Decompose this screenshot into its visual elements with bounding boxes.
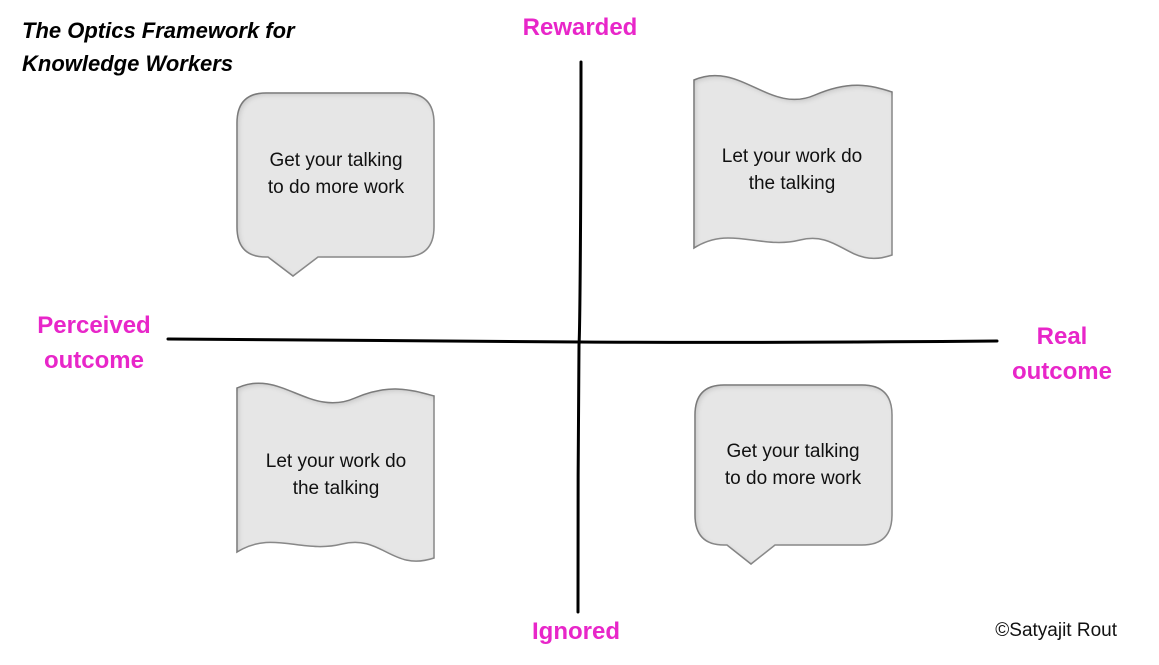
bottom-left-text-line-1: Let your work do: [265, 451, 407, 472]
top-right-quadrant-text: Let your work do the talking: [692, 143, 892, 197]
bottom-right-text-line-1: Get your talking: [726, 441, 860, 462]
top-left-text-line-2: to do more work: [267, 177, 405, 198]
title-line-1: The Optics Framework for: [22, 18, 295, 43]
axis-label-real-outcome: Real outcome: [992, 319, 1132, 389]
bottom-right-quadrant-text: Get your talking to do more work: [693, 438, 893, 492]
axis-label-rewarded: Rewarded: [480, 10, 680, 45]
horizontal-axis: [166, 337, 999, 344]
vertical-axis: [576, 60, 583, 614]
axis-label-right-line-1: Real: [1036, 323, 1088, 350]
top-left-text-line-1: Get your talking: [269, 150, 403, 171]
top-left-speech-bubble: [236, 92, 435, 277]
bottom-left-wavy-banner: [236, 382, 435, 562]
bottom-left-text-line-2: the talking: [292, 478, 380, 499]
axis-label-bottom-text: Ignored: [532, 618, 620, 645]
top-right-text-line-2: the talking: [748, 173, 836, 194]
top-left-quadrant-text: Get your talking to do more work: [236, 147, 436, 201]
axis-label-ignored: Ignored: [476, 614, 676, 649]
copyright-text: ©Satyajit Rout: [995, 620, 1117, 641]
bottom-left-quadrant-text: Let your work do the talking: [236, 448, 436, 502]
bottom-right-text-line-2: to do more work: [724, 468, 862, 489]
axis-label-top-text: Rewarded: [522, 14, 638, 41]
title-line-2: Knowledge Workers: [22, 51, 234, 76]
bottom-right-speech-bubble: [694, 384, 893, 565]
axis-label-right-line-2: outcome: [1011, 358, 1112, 385]
axis-label-perceived-outcome: Perceived outcome: [14, 308, 174, 378]
top-right-text-line-1: Let your work do: [721, 146, 863, 167]
axis-label-left-line-2: outcome: [43, 347, 144, 374]
top-right-wavy-banner: [693, 74, 893, 260]
axis-label-left-line-1: Perceived: [37, 312, 151, 339]
diagram-title: The Optics Framework for Knowledge Worke…: [22, 14, 295, 80]
